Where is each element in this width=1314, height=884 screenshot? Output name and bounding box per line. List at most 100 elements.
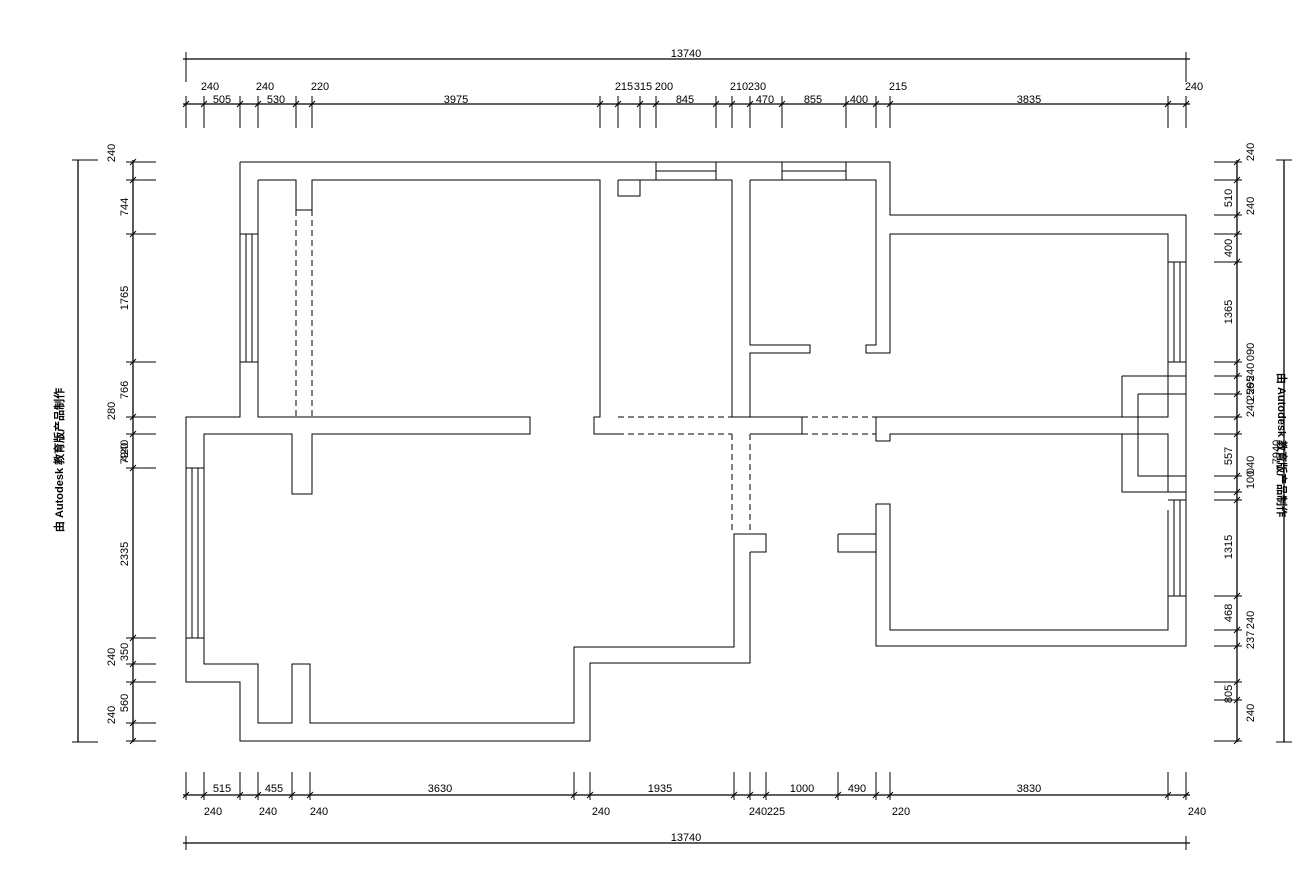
dim-top-row2-1: 530 <box>267 94 285 106</box>
dim-right-outer-0: 240 <box>1245 143 1257 161</box>
dim-bottom-row1-6: 3830 <box>1017 783 1041 795</box>
dimension-tick <box>1164 791 1172 799</box>
dim-top-row2-6: 400 <box>850 94 868 106</box>
dimension-tick <box>1182 100 1190 108</box>
dim-left-inner-4: 420 <box>119 443 131 461</box>
dimension-tick <box>1233 372 1241 380</box>
dim-left-inner-6: 350 <box>119 643 131 661</box>
dimension-tick <box>636 100 644 108</box>
dim-bottom-row2-6: 220 <box>892 806 910 818</box>
dimension-tick <box>614 100 622 108</box>
dim-bottom-row2-7: 240 <box>1188 806 1206 818</box>
dimension-tick <box>1182 791 1190 799</box>
dimension-tick <box>886 791 894 799</box>
dim-right-inner-5: 240 <box>1245 363 1257 381</box>
dim-top-row2-7: 3835 <box>1017 94 1041 106</box>
dimension-tick <box>182 100 190 108</box>
dim-total-width-bottom: 13740 <box>671 832 702 844</box>
dimension-tick <box>1233 737 1241 745</box>
dim-top-row1-9: 240 <box>1185 81 1203 93</box>
dimension-tick <box>200 100 208 108</box>
dimension-tick <box>129 358 137 366</box>
dimension-tick <box>129 719 137 727</box>
dim-top-row1-0: 240 <box>201 81 219 93</box>
dim-right-inner-6: 256 <box>1245 383 1257 401</box>
dim-bottom-row2-5: 225 <box>767 806 785 818</box>
dimension-tick <box>652 100 660 108</box>
dim-top-row2-5: 855 <box>804 94 822 106</box>
dim-right-inner-13: 468 <box>1223 604 1235 622</box>
dimension-lines <box>77 58 1285 844</box>
dim-bottom-row1-2: 3630 <box>428 783 452 795</box>
watermark-left: 由 Autodesk 教育版产品制作 <box>52 388 66 532</box>
watermark-right: 由 Autodesk 教育版产品制作 <box>1275 373 1289 517</box>
dimension-tick <box>1233 230 1241 238</box>
dimension-tick <box>1233 258 1241 266</box>
dim-total-width-top-label: 13740 <box>671 48 702 60</box>
dimension-tick <box>842 100 850 108</box>
dim-right-inner-11: 100 <box>1245 471 1257 489</box>
dim-top-row1-8: 215 <box>889 81 907 93</box>
dim-top-row2-4: 470 <box>756 94 774 106</box>
dimension-tick <box>129 176 137 184</box>
dimension-tick <box>288 791 296 799</box>
dim-left-inner-3: 280 <box>106 402 118 420</box>
dimension-tick <box>1233 488 1241 496</box>
dimension-ticks <box>72 52 1292 850</box>
dimension-tick <box>129 464 137 472</box>
dimension-tick <box>129 660 137 668</box>
dimension-tick <box>596 100 604 108</box>
dimension-tick <box>129 737 137 745</box>
dim-bottom-row1-5: 490 <box>848 783 866 795</box>
dim-total-width-bottom-label: 13740 <box>671 832 702 844</box>
dimension-tick <box>236 100 244 108</box>
dim-right-inner-0: 510 <box>1223 189 1235 207</box>
dim-top-row1-6: 210 <box>730 81 748 93</box>
dimension-tick <box>1233 413 1241 421</box>
dimension-tick <box>1233 358 1241 366</box>
dimension-tick <box>1233 678 1241 686</box>
dimension-tick <box>129 678 137 686</box>
dimension-tick <box>872 791 880 799</box>
dimension-tick <box>586 791 594 799</box>
dim-top-row2-2: 3975 <box>444 94 468 106</box>
dim-bottom-row1-0: 515 <box>213 783 231 795</box>
dimension-tick <box>1233 696 1241 704</box>
dimension-tick <box>1233 211 1241 219</box>
plan-walls <box>185 161 1187 742</box>
dim-right-inner-10: 040 <box>1245 456 1257 474</box>
dim-bottom-row2-1: 240 <box>259 806 277 818</box>
dimension-tick <box>1233 176 1241 184</box>
dim-left-inner-5: 2335 <box>119 542 131 566</box>
dim-left-total: 7940 <box>119 440 131 464</box>
dimension-tick <box>746 100 754 108</box>
dimension-tick <box>1233 626 1241 634</box>
dim-top-row1-1: 240 <box>256 81 274 93</box>
dimension-tick <box>308 100 316 108</box>
dim-left-outer-1: 240 <box>106 648 118 666</box>
dim-bottom-row1-4: 1000 <box>790 783 814 795</box>
dimension-tick <box>182 791 190 799</box>
dim-top-row1-3: 215 <box>615 81 633 93</box>
dim-left-inner-0: 744 <box>119 198 131 216</box>
dim-right-inner-9: 557 <box>1223 447 1235 465</box>
dimension-tick <box>200 791 208 799</box>
dimension-tick <box>730 791 738 799</box>
dimension-tick <box>129 158 137 166</box>
dimension-tick <box>1233 390 1241 398</box>
dimension-tick <box>762 791 770 799</box>
dim-right-inner-4: 090 <box>1245 343 1257 361</box>
dimension-tick <box>712 100 720 108</box>
dim-right-inner-7: 295 <box>1245 376 1257 394</box>
dimension-tick <box>1233 158 1241 166</box>
dimension-tick <box>236 791 244 799</box>
dimension-tick <box>129 413 137 421</box>
dim-right-outer-1: 240 <box>1245 704 1257 722</box>
dim-top-row1-2: 220 <box>311 81 329 93</box>
dim-left-inner-7: 560 <box>119 694 131 712</box>
dimension-tick <box>886 100 894 108</box>
dimension-tick <box>306 791 314 799</box>
dim-right-inner-8: 240 <box>1245 399 1257 417</box>
dimension-tick <box>129 634 137 642</box>
dim-top-row1-5: 200 <box>655 81 673 93</box>
